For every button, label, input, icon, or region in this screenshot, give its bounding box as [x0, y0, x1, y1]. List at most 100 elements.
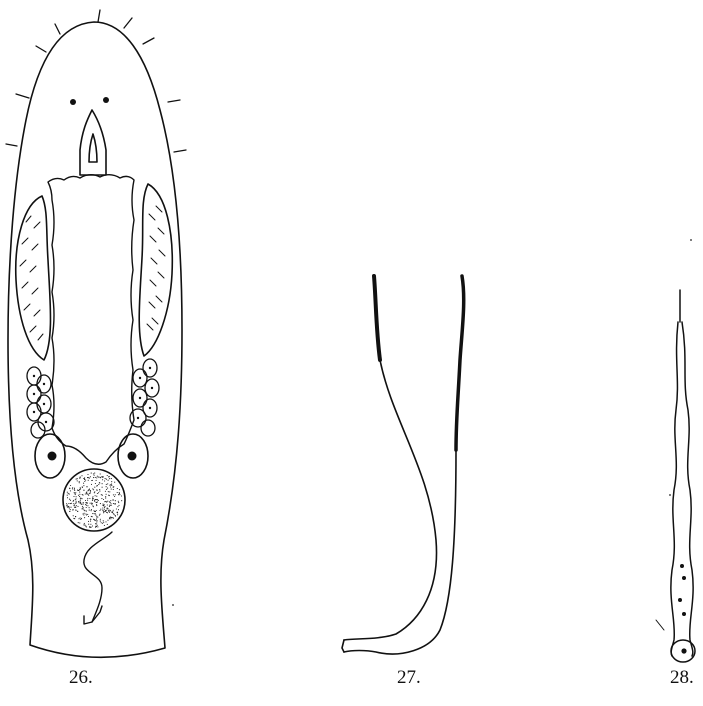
- stipple-dot: [112, 517, 113, 518]
- stipple-dot: [72, 487, 73, 488]
- stipple-dot: [69, 499, 70, 500]
- stipple-dot: [108, 508, 109, 509]
- stipple-dot: [104, 501, 105, 502]
- stipple-dot: [104, 504, 105, 505]
- stipple-dot: [99, 489, 100, 490]
- figure-label-28: 28.: [670, 667, 694, 689]
- stipple-dot: [121, 495, 122, 496]
- stipple-dot: [72, 488, 73, 489]
- vitellaria-right: [130, 359, 159, 436]
- stipple-dot: [100, 509, 101, 510]
- intestine: [48, 175, 134, 465]
- stipple-dot: [101, 498, 102, 499]
- figure-label-27: 27.: [397, 667, 421, 689]
- stipple-dot: [119, 492, 120, 493]
- testis-right-hatching: [147, 206, 165, 330]
- stipple-dot: [83, 507, 84, 508]
- stipple-dot: [75, 507, 76, 508]
- stipple-dot: [96, 516, 97, 517]
- stipple-dot: [99, 515, 100, 516]
- stipple-dot: [111, 505, 112, 506]
- stipple-dot: [101, 494, 102, 495]
- stipple-dot: [74, 518, 75, 519]
- stipple-dot: [119, 493, 120, 494]
- stipple-dot: [96, 477, 97, 478]
- stipple-dot: [110, 500, 111, 501]
- stipple-dot: [97, 525, 98, 526]
- stipple-dot: [106, 486, 107, 487]
- stipple-dot: [97, 490, 98, 491]
- stipple-dot: [72, 510, 73, 511]
- stipple-dot: [85, 493, 86, 494]
- stipple-dot: [121, 500, 122, 501]
- stipple-dot: [83, 502, 84, 503]
- filament-body: [671, 322, 693, 656]
- stipple-dot: [79, 494, 80, 495]
- stipple-dot: [99, 482, 100, 483]
- stipple-dot: [99, 514, 100, 515]
- stipple-dot: [118, 505, 119, 506]
- stipple-dot: [69, 508, 70, 509]
- stipple-dot: [94, 491, 95, 492]
- stipple-dot: [82, 486, 83, 487]
- stipple-dot: [69, 494, 70, 495]
- hook-right-edge-lower: [344, 450, 456, 654]
- stipple-dot: [85, 480, 86, 481]
- ovary-left-nucleus: [48, 452, 57, 461]
- stipple-dot: [76, 505, 77, 506]
- stipple-dot: [96, 504, 97, 505]
- stipple-dot: [117, 506, 118, 507]
- stipple-dot: [95, 495, 96, 496]
- stylet: [84, 606, 102, 624]
- stipple-dot: [93, 489, 94, 490]
- pharynx: [80, 110, 106, 175]
- stipple-dot: [106, 494, 107, 495]
- stipple-dot: [113, 510, 114, 511]
- stipple-dot: [77, 489, 78, 490]
- stipple-dot: [107, 501, 108, 502]
- stipple-dot: [73, 503, 74, 504]
- stipple-dot: [105, 510, 106, 511]
- stipple-dot: [114, 496, 115, 497]
- stipple-dot: [92, 505, 93, 506]
- figure-26-flatworm: [6, 10, 186, 657]
- stipple-dot: [87, 505, 88, 506]
- stipple-dot: [92, 488, 93, 489]
- stipple-dot: [99, 510, 100, 511]
- stipple-dot: [79, 502, 80, 503]
- stipple-dot: [84, 513, 85, 514]
- stipple-dot: [96, 496, 97, 497]
- stipple-dot: [87, 503, 88, 504]
- stipple-dot: [105, 521, 106, 522]
- stipple-dot: [75, 494, 76, 495]
- filament-mark: [656, 620, 664, 630]
- stipple-dot: [82, 495, 83, 496]
- stipple-dot: [73, 515, 74, 516]
- stipple-dot: [110, 486, 111, 487]
- ovary-right-nucleus: [128, 452, 137, 461]
- stipple-dot: [118, 509, 119, 510]
- stipple-dot: [85, 504, 86, 505]
- testis-left-hatching: [20, 216, 43, 340]
- stipple-dot: [89, 510, 90, 511]
- stipple-dot: [81, 475, 82, 476]
- stipple-dot: [118, 501, 119, 502]
- stipple-dot: [79, 489, 80, 490]
- stipple-dot: [92, 480, 93, 481]
- stipple-dot: [90, 524, 91, 525]
- stipple-dot: [96, 502, 97, 503]
- stipple-dot: [102, 503, 103, 504]
- stipple-dot: [94, 487, 95, 488]
- stipple-dot: [88, 495, 89, 496]
- stipple-dot: [100, 519, 101, 520]
- stipple-dot: [80, 500, 81, 501]
- stipple-dot: [112, 511, 113, 512]
- stipple-dot: [84, 523, 85, 524]
- stipple-dot: [96, 519, 97, 520]
- stipple-dot: [89, 507, 90, 508]
- stipple-dot: [88, 480, 89, 481]
- stipple-dot: [100, 473, 101, 474]
- stipple-dot: [89, 478, 90, 479]
- stipple-dot: [111, 481, 112, 482]
